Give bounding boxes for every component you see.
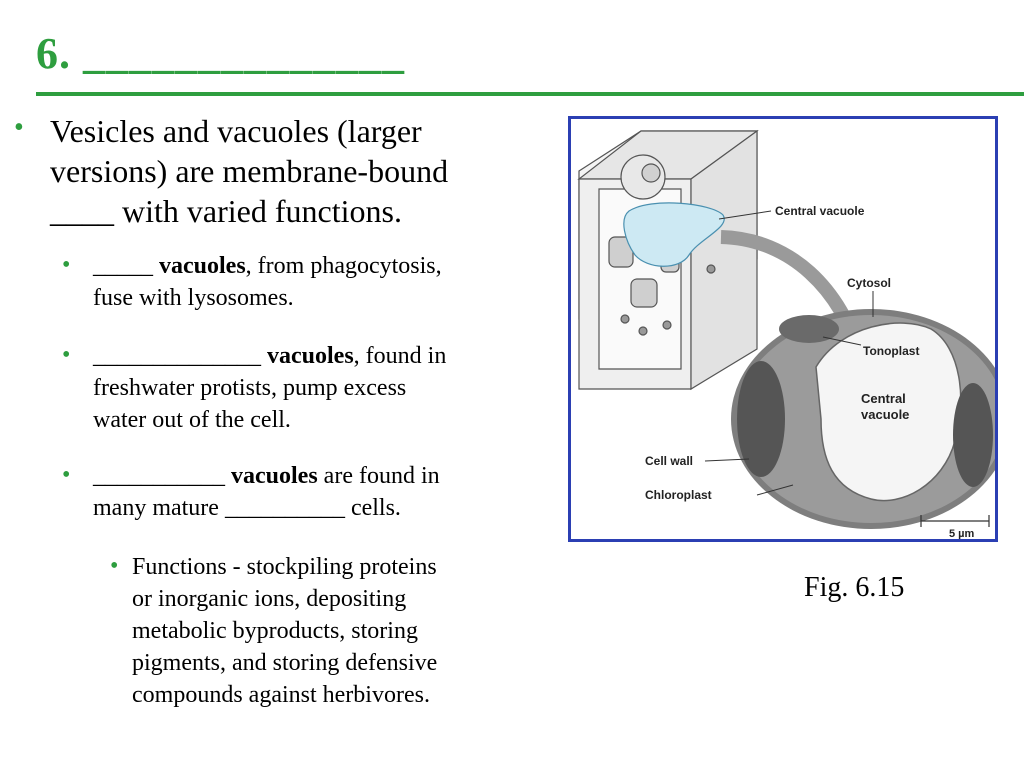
plant-cell-figure: Central vacuole Cytosol Tonoplast Centra…	[577, 129, 995, 539]
bullet-dot: •	[110, 553, 119, 579]
term-vacuoles: vacuoles	[267, 343, 354, 369]
blank-1: ____	[50, 193, 114, 229]
sub-bullet-food-vacuoles: _____ vacuoles, from phagocytosis, fuse …	[93, 253, 442, 311]
bullet-dot: •	[14, 112, 24, 143]
label-cytosol: Cytosol	[847, 276, 891, 290]
blank-2: _____	[93, 253, 153, 279]
main-bullet: Vesicles and vacuoles (larger versions) …	[50, 111, 530, 231]
label-chloroplast: Chloroplast	[645, 488, 712, 502]
figure-frame: Central vacuole Cytosol Tonoplast Centra…	[568, 116, 998, 542]
sub-bullet-contractile-vacuoles: ______________ vacuoles, found in freshw…	[93, 343, 447, 433]
label-scale: 5 µm	[949, 528, 975, 539]
label-cell-wall: Cell wall	[645, 454, 693, 468]
sub-bullet-central-vacuoles: ___________ vacuoles are found in many m…	[93, 463, 440, 521]
label-tonoplast: Tonoplast	[863, 344, 919, 358]
label-central-vacuole: Central vacuole	[775, 204, 865, 218]
central-vacuole-shape	[623, 202, 725, 267]
main-bullet-line-1: Vesicles and vacuoles (larger	[50, 113, 422, 149]
blank-3: ______________	[93, 343, 261, 369]
bullet-dot: •	[62, 342, 71, 368]
main-bullet-line-3: ____ with varied functions.	[50, 193, 402, 229]
label-central-vacuole-micro-2: vacuole	[861, 407, 909, 422]
scale-bar	[920, 515, 990, 527]
figure-caption: Fig. 6.15	[804, 572, 905, 603]
blank-4: ___________	[93, 463, 225, 489]
term-vacuoles: vacuoles	[159, 253, 246, 279]
slide-title: 6. ______________	[36, 29, 405, 78]
term-vacuoles: vacuoles	[231, 463, 318, 489]
title-divider	[36, 92, 1024, 96]
blank-5: __________	[224, 495, 345, 521]
bullet-dot: •	[62, 252, 71, 278]
label-central-vacuole-micro-1: Central	[861, 391, 906, 406]
main-bullet-line-2: versions) are membrane-bound	[50, 153, 449, 189]
sub-bullet-functions: Functions - stockpiling proteins or inor…	[132, 554, 438, 708]
bullet-dot: •	[62, 462, 71, 488]
micrograph	[731, 309, 995, 529]
